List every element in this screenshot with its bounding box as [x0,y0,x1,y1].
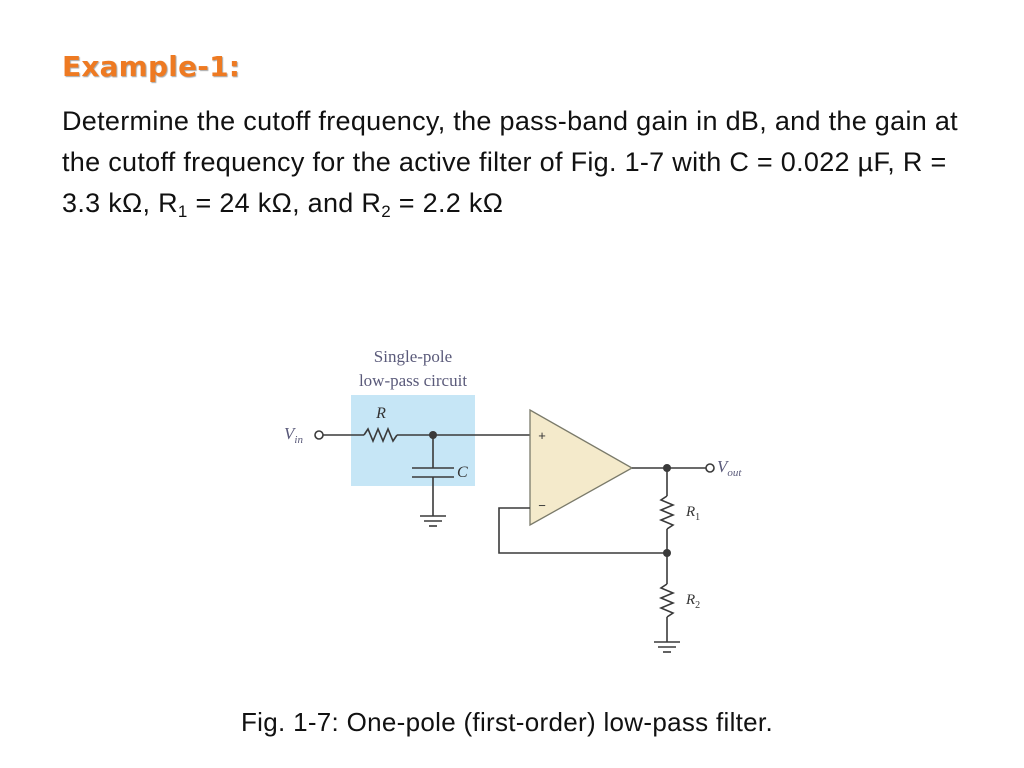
label-vin: Vin [284,424,303,446]
low-pass-highlight-box [351,395,475,486]
label-r: R [375,405,386,422]
noninverting-sign: + [538,428,546,443]
problem-text-part-3: = 2.2 kΩ [391,188,504,218]
vout-terminal [705,463,715,473]
resistor-r1 [658,495,676,530]
example-heading: Example-1: [62,50,241,83]
problem-text-part-1: Determine the cutoff frequency, the pass… [62,106,958,218]
box-label-line2: low-pass circuit [359,371,467,390]
op-amp [529,408,634,527]
problem-statement: Determine the cutoff frequency, the pass… [62,101,992,224]
inverting-sign: − [538,498,546,513]
label-r1: R1 [685,504,700,523]
junction-dot-output [663,464,671,472]
r2-subscript: 2 [381,202,391,221]
box-label-line1: Single-pole [374,347,452,366]
vin-terminal [314,430,324,440]
r1-subscript: 1 [177,202,188,221]
circuit-diagram: Single-pole low-pass circuit [284,347,742,653]
figure-caption: Fig. 1-7: One-pole (first-order) low-pas… [241,707,773,737]
label-vout: Vout [717,457,742,479]
feedback-wire [498,507,667,554]
label-r2: R2 [685,592,700,611]
resistor-r [363,426,398,444]
junction-dot-divider [663,549,671,557]
problem-text-part-2: = 24 kΩ, and R [187,188,382,218]
ground-symbol-capacitor [420,515,446,527]
junction-dot-rc [429,431,437,439]
resistor-r2 [658,583,676,618]
ground-symbol-r2 [654,641,680,653]
label-c: C [457,464,468,481]
